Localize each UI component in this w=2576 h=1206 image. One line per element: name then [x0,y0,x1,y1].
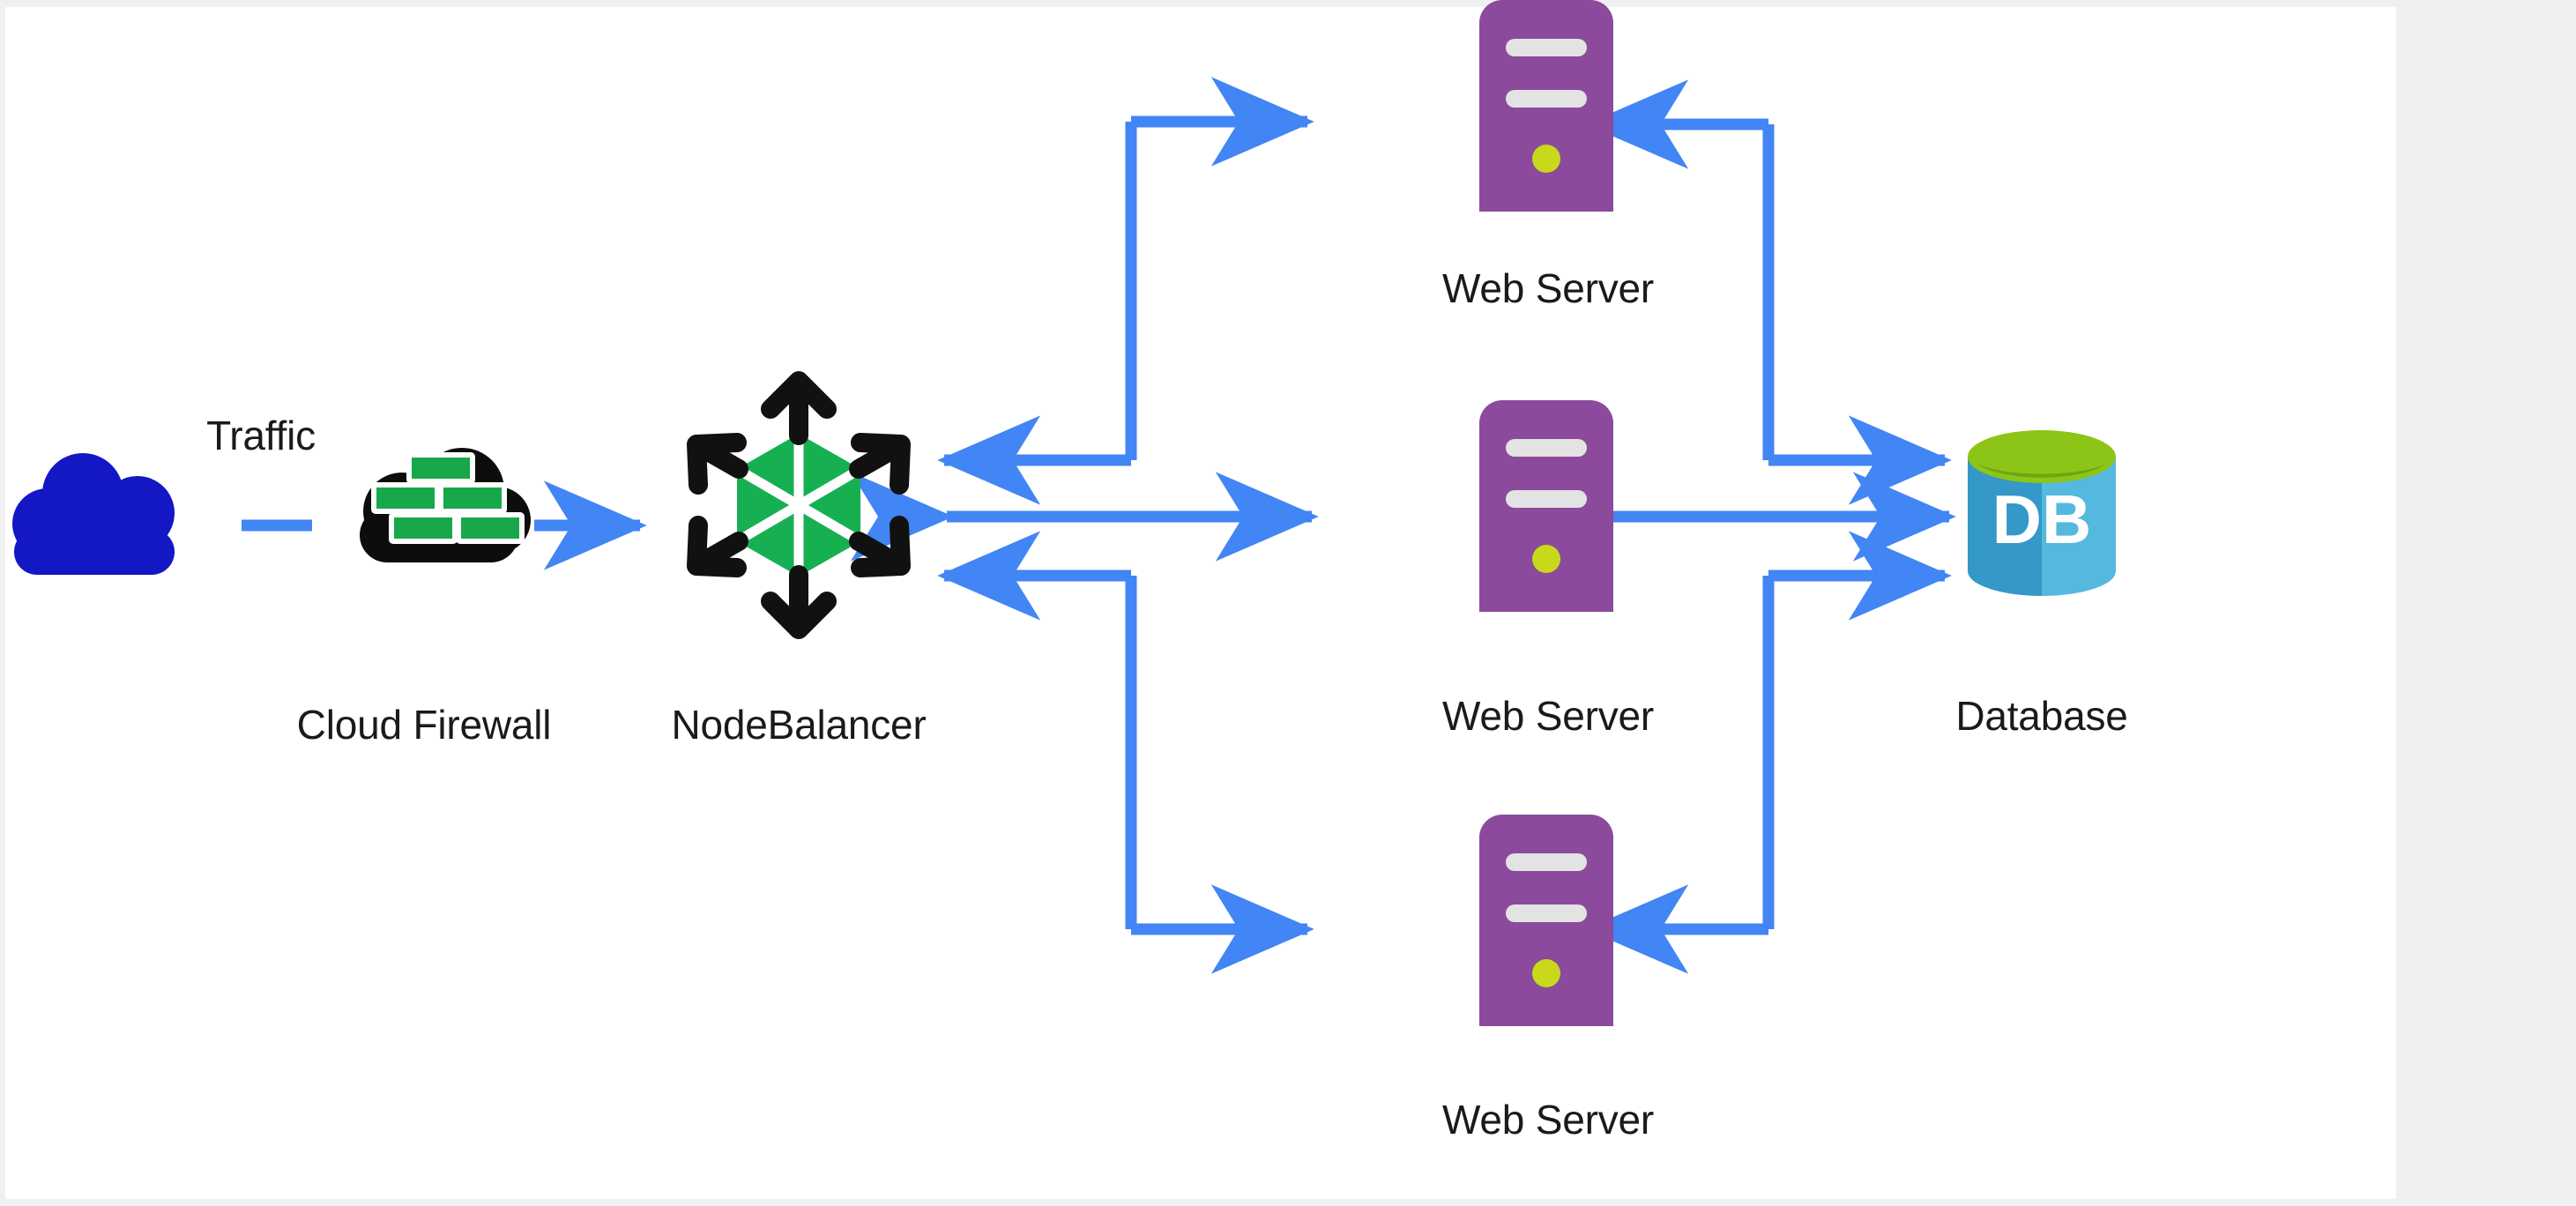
nodebalancer-node[interactable] [658,368,940,659]
web-server-middle-label: Web Server [1441,693,1655,739]
cloud-firewall-label: Cloud Firewall [296,702,552,748]
database-icon: DB [1959,420,2125,605]
server-icon [1479,400,1613,612]
server-icon [1479,815,1613,1026]
internet-cloud-node[interactable] [5,448,226,580]
firewall-icon [360,448,531,562]
web-server-bottom-node[interactable] [1479,815,1613,1026]
web-server-top-label: Web Server [1441,265,1655,311]
cloud-firewall-node[interactable] [305,439,543,589]
server-icon [1479,0,1613,212]
database-node[interactable]: DB [1945,420,2139,614]
db-glyph-text: DB [1992,480,2092,558]
connection-layer [242,77,1956,974]
diagram-canvas: Traffic Cloud Firewall [5,0,2396,1199]
database-label: Database [1955,693,2128,739]
web-server-bottom-label: Web Server [1441,1097,1655,1143]
cloud-icon [12,453,175,575]
nodebalancer-icon [687,371,911,639]
web-server-middle-node[interactable] [1479,400,1613,612]
traffic-label: Traffic [206,413,316,458]
nodebalancer-label: NodeBalancer [671,702,927,748]
web-server-top-node[interactable] [1479,0,1613,212]
